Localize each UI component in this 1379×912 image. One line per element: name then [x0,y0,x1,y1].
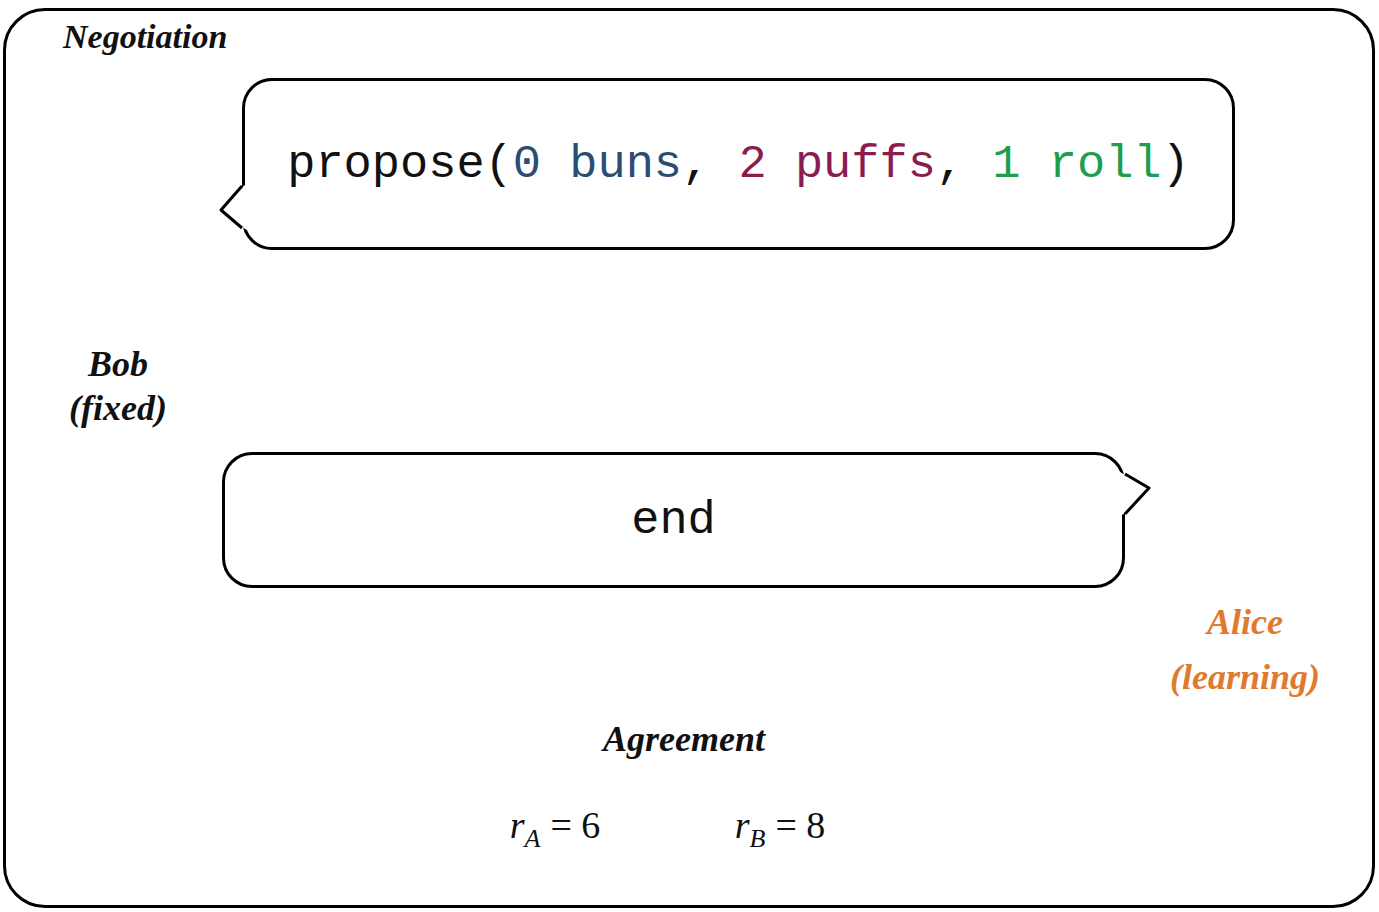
proposal-part: ) [1162,138,1190,191]
agent-name: Bob [88,343,148,385]
agent-role: (learning) [1170,656,1320,698]
negotiation-panel: Negotiation propose(0 buns, 2 puffs, 1 ro… [3,8,1375,908]
bubble-text: propose(0 buns, 2 puffs, 1 roll) [287,138,1190,191]
panel-title: Negotiation [63,18,227,56]
speech-bubble: propose(0 buns, 2 puffs, 1 roll) [242,78,1235,250]
proposal-part: 0 buns [513,138,682,191]
proposal-part: 1 roll [992,138,1161,191]
speech-bubble: end [222,452,1125,588]
proposal-part: 2 puffs [738,138,935,191]
action-text: end [631,494,716,547]
reward-value: = 6 [550,804,600,846]
reward-subscript: A [524,824,540,853]
agent-role: (fixed) [69,387,167,429]
reward-symbol: r [510,804,525,846]
proposal-part: propose( [287,138,513,191]
reward-formula: rB = 8 [735,803,826,854]
agent-name: Alice [1207,601,1283,643]
bubble-tail [1065,452,1125,588]
reward-subscript: B [749,824,765,853]
proposal-part: , [936,138,992,191]
reward-formula: rA = 6 [510,803,601,854]
bubble-text: end [631,494,716,547]
outcome-label: Agreement [603,718,765,760]
reward-symbol: r [735,804,750,846]
proposal-part: , [682,138,738,191]
reward-value: = 8 [775,804,825,846]
